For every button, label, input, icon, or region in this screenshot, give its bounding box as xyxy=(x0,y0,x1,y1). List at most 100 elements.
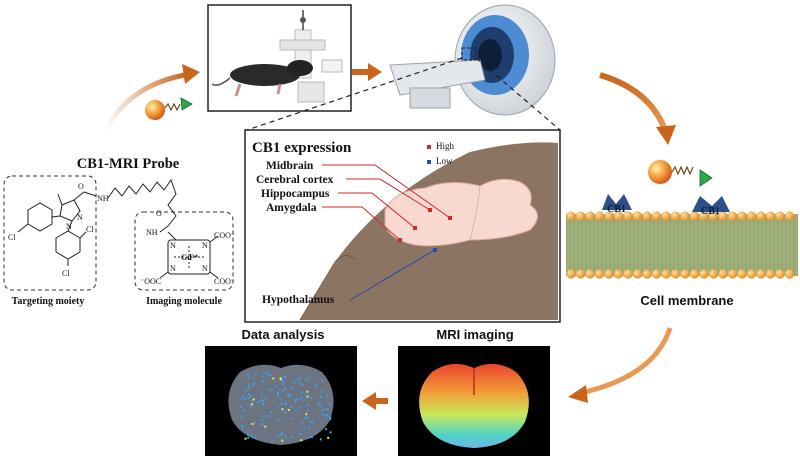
analysis-dot xyxy=(255,372,257,375)
analysis-dot xyxy=(327,436,330,439)
lipid-head xyxy=(708,211,719,221)
lipid-head xyxy=(651,269,662,279)
legend-high-marker xyxy=(427,145,431,149)
analysis-dot xyxy=(319,404,322,407)
analysis-dot xyxy=(326,408,329,410)
hypothalamus-marker xyxy=(433,248,437,252)
analysis-dot xyxy=(300,439,303,442)
analysis-dot xyxy=(306,395,309,398)
lipid-head xyxy=(708,269,719,279)
lipid-head xyxy=(680,211,690,221)
svg-text:N: N xyxy=(77,213,83,222)
analysis-dot xyxy=(262,403,264,405)
cb1-receptor-right: CB1 xyxy=(692,196,730,217)
svg-text:Cl: Cl xyxy=(62,269,70,278)
hypothalamus-pointer xyxy=(349,249,436,301)
analysis-dot xyxy=(244,437,247,440)
lipid-head xyxy=(661,211,671,221)
svg-text:NH: NH xyxy=(146,228,158,237)
analysis-dot xyxy=(240,397,243,400)
analysis-dot xyxy=(299,377,302,380)
analysis-dot xyxy=(294,400,297,403)
analysis-dot xyxy=(290,406,293,409)
analysis-dot xyxy=(250,395,253,397)
arrow-probe-to-mouse xyxy=(102,72,186,132)
cell-membrane-section: CB1 CB1 Cell membrane xyxy=(566,160,798,308)
analysis-dot xyxy=(321,413,324,416)
lipid-head xyxy=(746,269,757,279)
analysis-dot xyxy=(252,383,255,386)
lipid-head xyxy=(566,211,576,221)
analysis-dot xyxy=(282,380,285,383)
analysis-dot xyxy=(279,398,282,401)
lipid-head xyxy=(699,211,709,221)
analysis-dot xyxy=(299,432,302,435)
mouse-body xyxy=(230,64,300,86)
cell-membrane-label: Cell membrane xyxy=(640,293,733,308)
analysis-dot xyxy=(310,436,313,438)
lipid-head xyxy=(585,211,595,221)
lipid-head xyxy=(775,269,785,279)
analysis-dot xyxy=(252,382,255,385)
analysis-dot xyxy=(305,413,308,416)
lipid-head xyxy=(775,211,785,221)
analysis-dot xyxy=(244,397,247,400)
hypothalamus-label: Hypothalamus xyxy=(262,294,335,306)
analysis-dot xyxy=(296,378,299,380)
region-labels: Midbrain Cerebral cortex Hippocampus Amy… xyxy=(256,160,334,214)
lipid-head xyxy=(623,211,633,221)
analysis-dot xyxy=(289,395,292,398)
analysis-dot xyxy=(329,418,332,421)
lipid-head xyxy=(594,269,605,279)
analysis-dot xyxy=(262,380,265,383)
lipid-head xyxy=(718,269,728,279)
analysis-dot xyxy=(329,416,332,419)
lipid-head xyxy=(784,211,795,221)
lipid-head xyxy=(623,269,633,279)
analysis-dot xyxy=(305,379,308,382)
analysis-dot xyxy=(247,376,250,379)
analysis-dot xyxy=(281,432,284,435)
analysis-dot xyxy=(240,424,243,427)
analysis-dot xyxy=(247,436,250,439)
analysis-dot xyxy=(305,394,308,397)
analysis-dot xyxy=(291,436,294,438)
analysis-dot xyxy=(261,423,263,426)
analysis-dot xyxy=(296,397,299,400)
lipid-head xyxy=(613,269,624,279)
analysis-dot xyxy=(306,403,309,406)
analysis-dot xyxy=(287,394,290,396)
analysis-dot xyxy=(306,408,309,411)
analysis-dot xyxy=(267,389,270,391)
analysis-dot xyxy=(292,381,295,384)
analysis-dot xyxy=(281,408,284,411)
analysis-dot xyxy=(245,390,248,392)
analysis-dot xyxy=(263,415,265,418)
lipid-head xyxy=(756,211,766,221)
analysis-dot xyxy=(300,391,303,394)
analysis-dot xyxy=(284,401,287,404)
lipid-head xyxy=(670,211,681,221)
analysis-dot xyxy=(277,393,280,396)
lipid-head xyxy=(632,211,643,221)
lipid-head xyxy=(651,211,662,221)
analysis-dot xyxy=(321,379,323,382)
analysis-dot xyxy=(284,388,287,391)
cb1-expression-title: CB1 expression xyxy=(252,140,352,156)
lipid-head xyxy=(642,211,652,221)
targeting-moiety-box xyxy=(3,175,97,291)
cb1-expression-panel: CB1 expression High Low Midbrain Cerebra… xyxy=(244,129,561,323)
analysis-dot xyxy=(307,436,310,439)
analysis-dot xyxy=(267,374,270,377)
zoom-line-right xyxy=(475,57,561,131)
lipid-head xyxy=(689,269,700,279)
svg-text:N: N xyxy=(170,264,176,273)
svg-text:Cl: Cl xyxy=(8,233,16,242)
analysis-dot xyxy=(325,413,328,416)
analysis-dot xyxy=(241,427,244,429)
analysis-dot xyxy=(328,403,331,406)
analysis-dot xyxy=(284,403,287,405)
analysis-dot xyxy=(261,419,264,421)
cb1-receptor-label-right: CB1 xyxy=(701,206,720,217)
analysis-dot xyxy=(271,440,274,443)
